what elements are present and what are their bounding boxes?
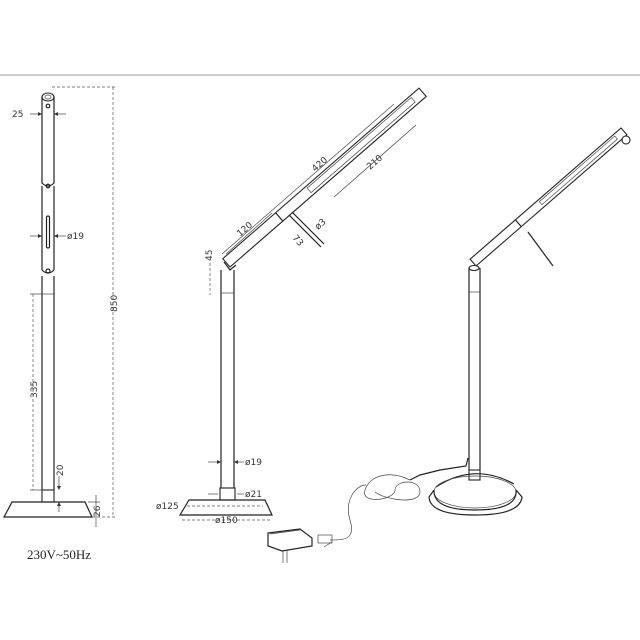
power-spec-label: 230V~50Hz (27, 547, 91, 562)
dim-handle-length: 73 (290, 233, 305, 248)
dim-stem-diameter: ø19 (67, 232, 84, 242)
perspective-view (267, 127, 631, 563)
dim-base-top-diameter: ø125 (156, 502, 179, 512)
dim-handle-diameter: ø3 (313, 217, 328, 232)
dim-total-height: 850 (110, 295, 120, 312)
dim-joint-height: 45 (205, 250, 215, 261)
front-view: 420 210 120 73 ø3 45 ø19 ø21 ø125 ø150 (156, 87, 428, 526)
dim-collar-diameter: ø21 (245, 490, 262, 500)
dim-base-height: 26 (93, 505, 103, 517)
dim-base-bottom-diameter: ø150 (215, 516, 238, 526)
dim-front-stem-diameter: ø19 (245, 458, 262, 468)
dim-led-length: 210 (365, 153, 385, 172)
dim-lower-stem: 335 (30, 381, 40, 398)
side-view: 25 ø19 850 335 20 26 230V~50Hz (3, 86, 120, 562)
dim-head-width: 25 (12, 110, 23, 120)
dim-collar-height: 20 (56, 464, 66, 476)
